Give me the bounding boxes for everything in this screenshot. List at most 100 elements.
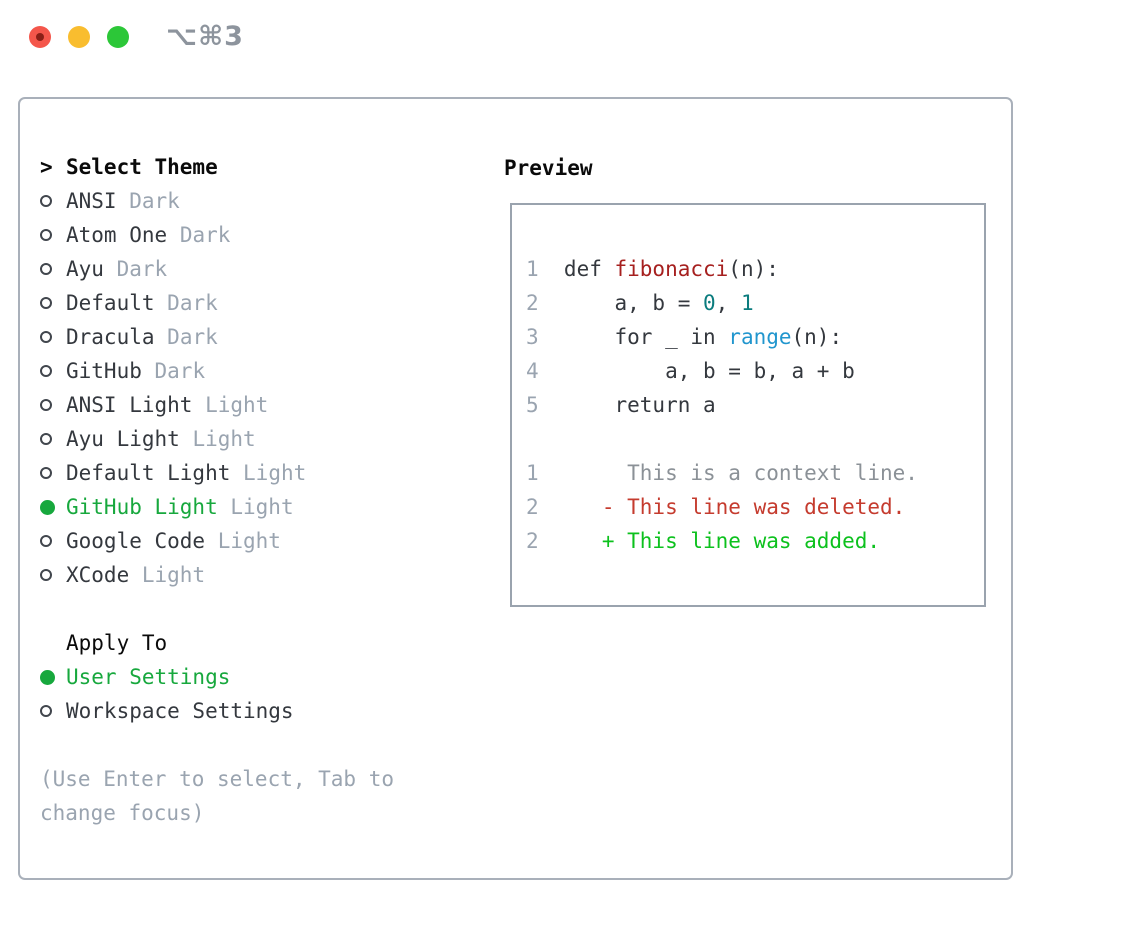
theme-option[interactable]: GitHub Light Light — [40, 490, 306, 524]
keyboard-hint: (Use Enter to select, Tab to change focu… — [40, 762, 394, 830]
code-line-text: a, b = b, a + b — [564, 359, 855, 383]
theme-option[interactable]: Dracula Dark — [40, 320, 306, 354]
code-token: - This line was deleted. — [563, 495, 906, 519]
code-token: , — [715, 291, 741, 315]
theme-name: GitHub Light — [66, 495, 218, 519]
theme-name: Dracula — [66, 325, 155, 349]
theme-name: ANSI Light — [66, 393, 193, 417]
radio-icon — [40, 229, 66, 241]
theme-option-label: ANSI Light Light — [66, 393, 268, 417]
radio-icon — [40, 705, 66, 717]
selected-radio-icon — [40, 499, 66, 515]
radio-icon — [40, 263, 66, 275]
theme-list-header-row: > Select Theme — [40, 150, 306, 184]
close-button[interactable] — [29, 26, 51, 48]
preview-header-row: Preview — [504, 151, 593, 185]
theme-name: GitHub — [66, 359, 142, 383]
code-token: (n): — [791, 325, 843, 349]
theme-option[interactable]: XCode Light — [40, 558, 306, 592]
radio-icon — [40, 467, 66, 479]
focus-caret-icon: > — [40, 155, 53, 179]
theme-option[interactable]: ANSI Light Light — [40, 388, 306, 422]
code-token: This is a context line. — [563, 461, 918, 485]
close-button-dot — [36, 33, 44, 41]
theme-option[interactable]: ANSI Dark — [40, 184, 306, 218]
theme-name: XCode — [66, 563, 130, 587]
radio-icon — [40, 569, 66, 581]
code-line-text: a, b = 0, 1 — [563, 291, 754, 315]
line-number: 2 — [526, 291, 539, 315]
keyboard-hint-line-2: change focus) — [40, 801, 205, 825]
theme-option-label: XCode Light — [66, 563, 205, 587]
radio-icon — [40, 433, 66, 445]
theme-variant: Light — [205, 393, 269, 417]
theme-option[interactable]: Ayu Dark — [40, 252, 306, 286]
code-line-text: - This line was deleted. — [564, 495, 905, 519]
code-line: 3 for _ in range(n): — [526, 320, 918, 354]
theme-option[interactable]: Google Code Light — [40, 524, 306, 558]
radio-icon — [40, 399, 66, 411]
theme-option[interactable]: Default Light Light — [40, 456, 306, 490]
apply-to-option[interactable]: Workspace Settings — [40, 694, 294, 728]
theme-option-label: GitHub Light Light — [66, 495, 294, 519]
code-line — [526, 422, 918, 456]
theme-list-header: Select Theme — [66, 155, 218, 179]
theme-name: Default Light — [66, 461, 231, 485]
theme-option[interactable]: Atom One Dark — [40, 218, 306, 252]
radio-icon — [40, 195, 66, 207]
code-token: def — [563, 257, 615, 281]
code-token: 1 — [740, 291, 754, 315]
code-line: 2 a, b = 0, 1 — [526, 286, 918, 320]
code-token: 0 — [703, 291, 716, 315]
apply-to-label: User Settings — [66, 665, 231, 689]
theme-option-label: Ayu Dark — [66, 257, 167, 281]
theme-option-label: Atom One Dark — [66, 223, 230, 247]
theme-name: Google Code — [66, 529, 206, 553]
apply-to-option[interactable]: User Settings — [40, 660, 294, 694]
theme-option[interactable]: GitHub Dark — [40, 354, 306, 388]
theme-variant: Light — [192, 427, 256, 451]
theme-option[interactable]: Default Dark — [40, 286, 306, 320]
theme-name: Ayu — [66, 257, 104, 281]
line-number: 1 — [526, 257, 539, 281]
line-number: 4 — [526, 359, 539, 383]
code-line-text: This is a context line. — [564, 461, 918, 485]
theme-variant: Light — [217, 529, 281, 553]
theme-option-label: Default Dark — [66, 291, 218, 315]
code-line: 5 return a — [526, 388, 918, 422]
code-token: (n): — [728, 257, 779, 281]
code-token: a, b = b, a + b — [563, 359, 855, 383]
theme-name: ANSI — [66, 189, 117, 213]
theme-variant: Light — [141, 563, 206, 587]
code-line: 2 - This line was deleted. — [526, 490, 918, 524]
apply-to-header-row: Apply To — [40, 626, 294, 660]
zoom-button[interactable] — [107, 26, 129, 48]
line-number: 2 — [526, 529, 539, 553]
theme-name: Ayu Light — [66, 427, 180, 451]
line-number: 2 — [526, 495, 539, 519]
theme-option-label: ANSI Dark — [66, 189, 180, 213]
code-line: 1 def fibonacci(n): — [526, 252, 918, 286]
code-line-text: def fibonacci(n): — [564, 257, 779, 281]
apply-to-header: Apply To — [66, 631, 168, 655]
line-number: 1 — [526, 461, 539, 485]
theme-variant: Dark — [167, 291, 218, 315]
line-number: 5 — [526, 393, 539, 417]
code-line-text: for _ in range(n): — [564, 325, 842, 349]
theme-option-label: Dracula Dark — [66, 325, 218, 349]
theme-option[interactable]: Ayu Light Light — [40, 422, 306, 456]
radio-icon — [40, 331, 66, 343]
code-token: return a — [563, 393, 716, 417]
theme-name: Default — [66, 291, 155, 315]
theme-variant: Dark — [129, 189, 180, 213]
minimize-button[interactable] — [68, 26, 90, 48]
code-token: a, b = — [563, 291, 703, 315]
theme-variant: Dark — [116, 257, 168, 281]
theme-option-label: GitHub Dark — [66, 359, 205, 383]
window-title: ⌥⌘3 — [166, 21, 244, 52]
